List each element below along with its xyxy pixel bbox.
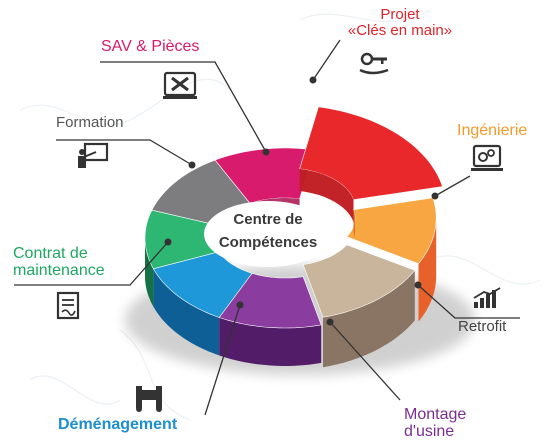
teacher-board-icon [78,142,109,168]
segment-projet [299,106,443,222]
label-montage-line1: Montage [404,406,467,423]
leader-dot-ingenierie [431,192,439,200]
leader-line-ingenierie [434,175,471,197]
label-contrat-line2: maintenance [13,261,105,279]
leader-line-sav [100,61,267,153]
label-formation: Formation [56,115,124,131]
label-sav: SAV & Pièces [101,38,200,56]
label-demenagement-line1: Déménagement [58,416,178,433]
leader-line-demenagement [204,304,241,416]
segment-inner-projet [299,168,354,222]
segment-top-retrofit [302,244,416,318]
label-retrofit-line1: Retrofit [458,318,507,335]
leader-line-formation [56,139,193,166]
leader-line-retrofit [417,284,520,319]
segment-inner-ingenierie [353,209,355,240]
forklift-icon [136,386,162,412]
gears-monitor-icon [471,144,503,171]
center-title-line1: Centre de [233,211,302,228]
tools-monitor-icon [163,71,197,99]
segment-side-retrofit [323,270,415,368]
label-projet-line1: Projet [380,6,420,23]
segment-montage [218,272,322,366]
leader-dots [164,76,439,326]
segment-top-montage [218,272,322,329]
label-projet-line2: «Clés en main» [347,21,453,39]
label-sav-line1: SAV & Pièces [101,38,200,55]
label-retrofit: Retrofit [458,319,506,335]
leader-dot-formation [188,161,196,169]
key-icon [359,52,389,75]
segment-ingenierie [346,197,437,322]
center-disc [204,201,332,267]
segment-side-montage [219,317,322,366]
leader-dot-retrofit [414,281,422,289]
leader-line-contrat [14,241,169,286]
leader-line-montage [329,321,401,401]
leader-line-projet [312,39,341,81]
label-contrat: Contrat de maintenance [13,245,105,280]
label-ingenierie: Ingénierie [457,122,528,140]
segment-side-ingenierie [418,218,437,322]
leader-dot-montage [326,318,334,326]
ring [144,106,443,368]
segment-retrofit [302,244,416,368]
label-montage-line2: d'usine [404,422,455,440]
label-demenagement: Déménagement [58,416,178,434]
background-decoration [19,9,541,421]
segment-side-demenagement [153,268,220,356]
leader-lines [14,39,520,416]
label-montage: Montage d'usine [404,406,467,441]
center-title-line2: Compétences [219,234,317,251]
label-formation-line1: Formation [56,114,124,131]
bar-chart-icon [473,287,501,308]
label-ingenierie-line1: Ingénierie [457,122,528,139]
label-contrat-line1: Contrat de [13,245,88,262]
leader-dot-projet [309,76,317,84]
contract-doc-icon [56,291,80,320]
leader-dot-contrat [164,238,172,246]
segment-side-contrat [145,238,154,307]
leader-dot-sav [262,148,270,156]
label-projet: Projet «Clés en main» [334,7,466,39]
leader-dot-demenagement [236,301,244,309]
